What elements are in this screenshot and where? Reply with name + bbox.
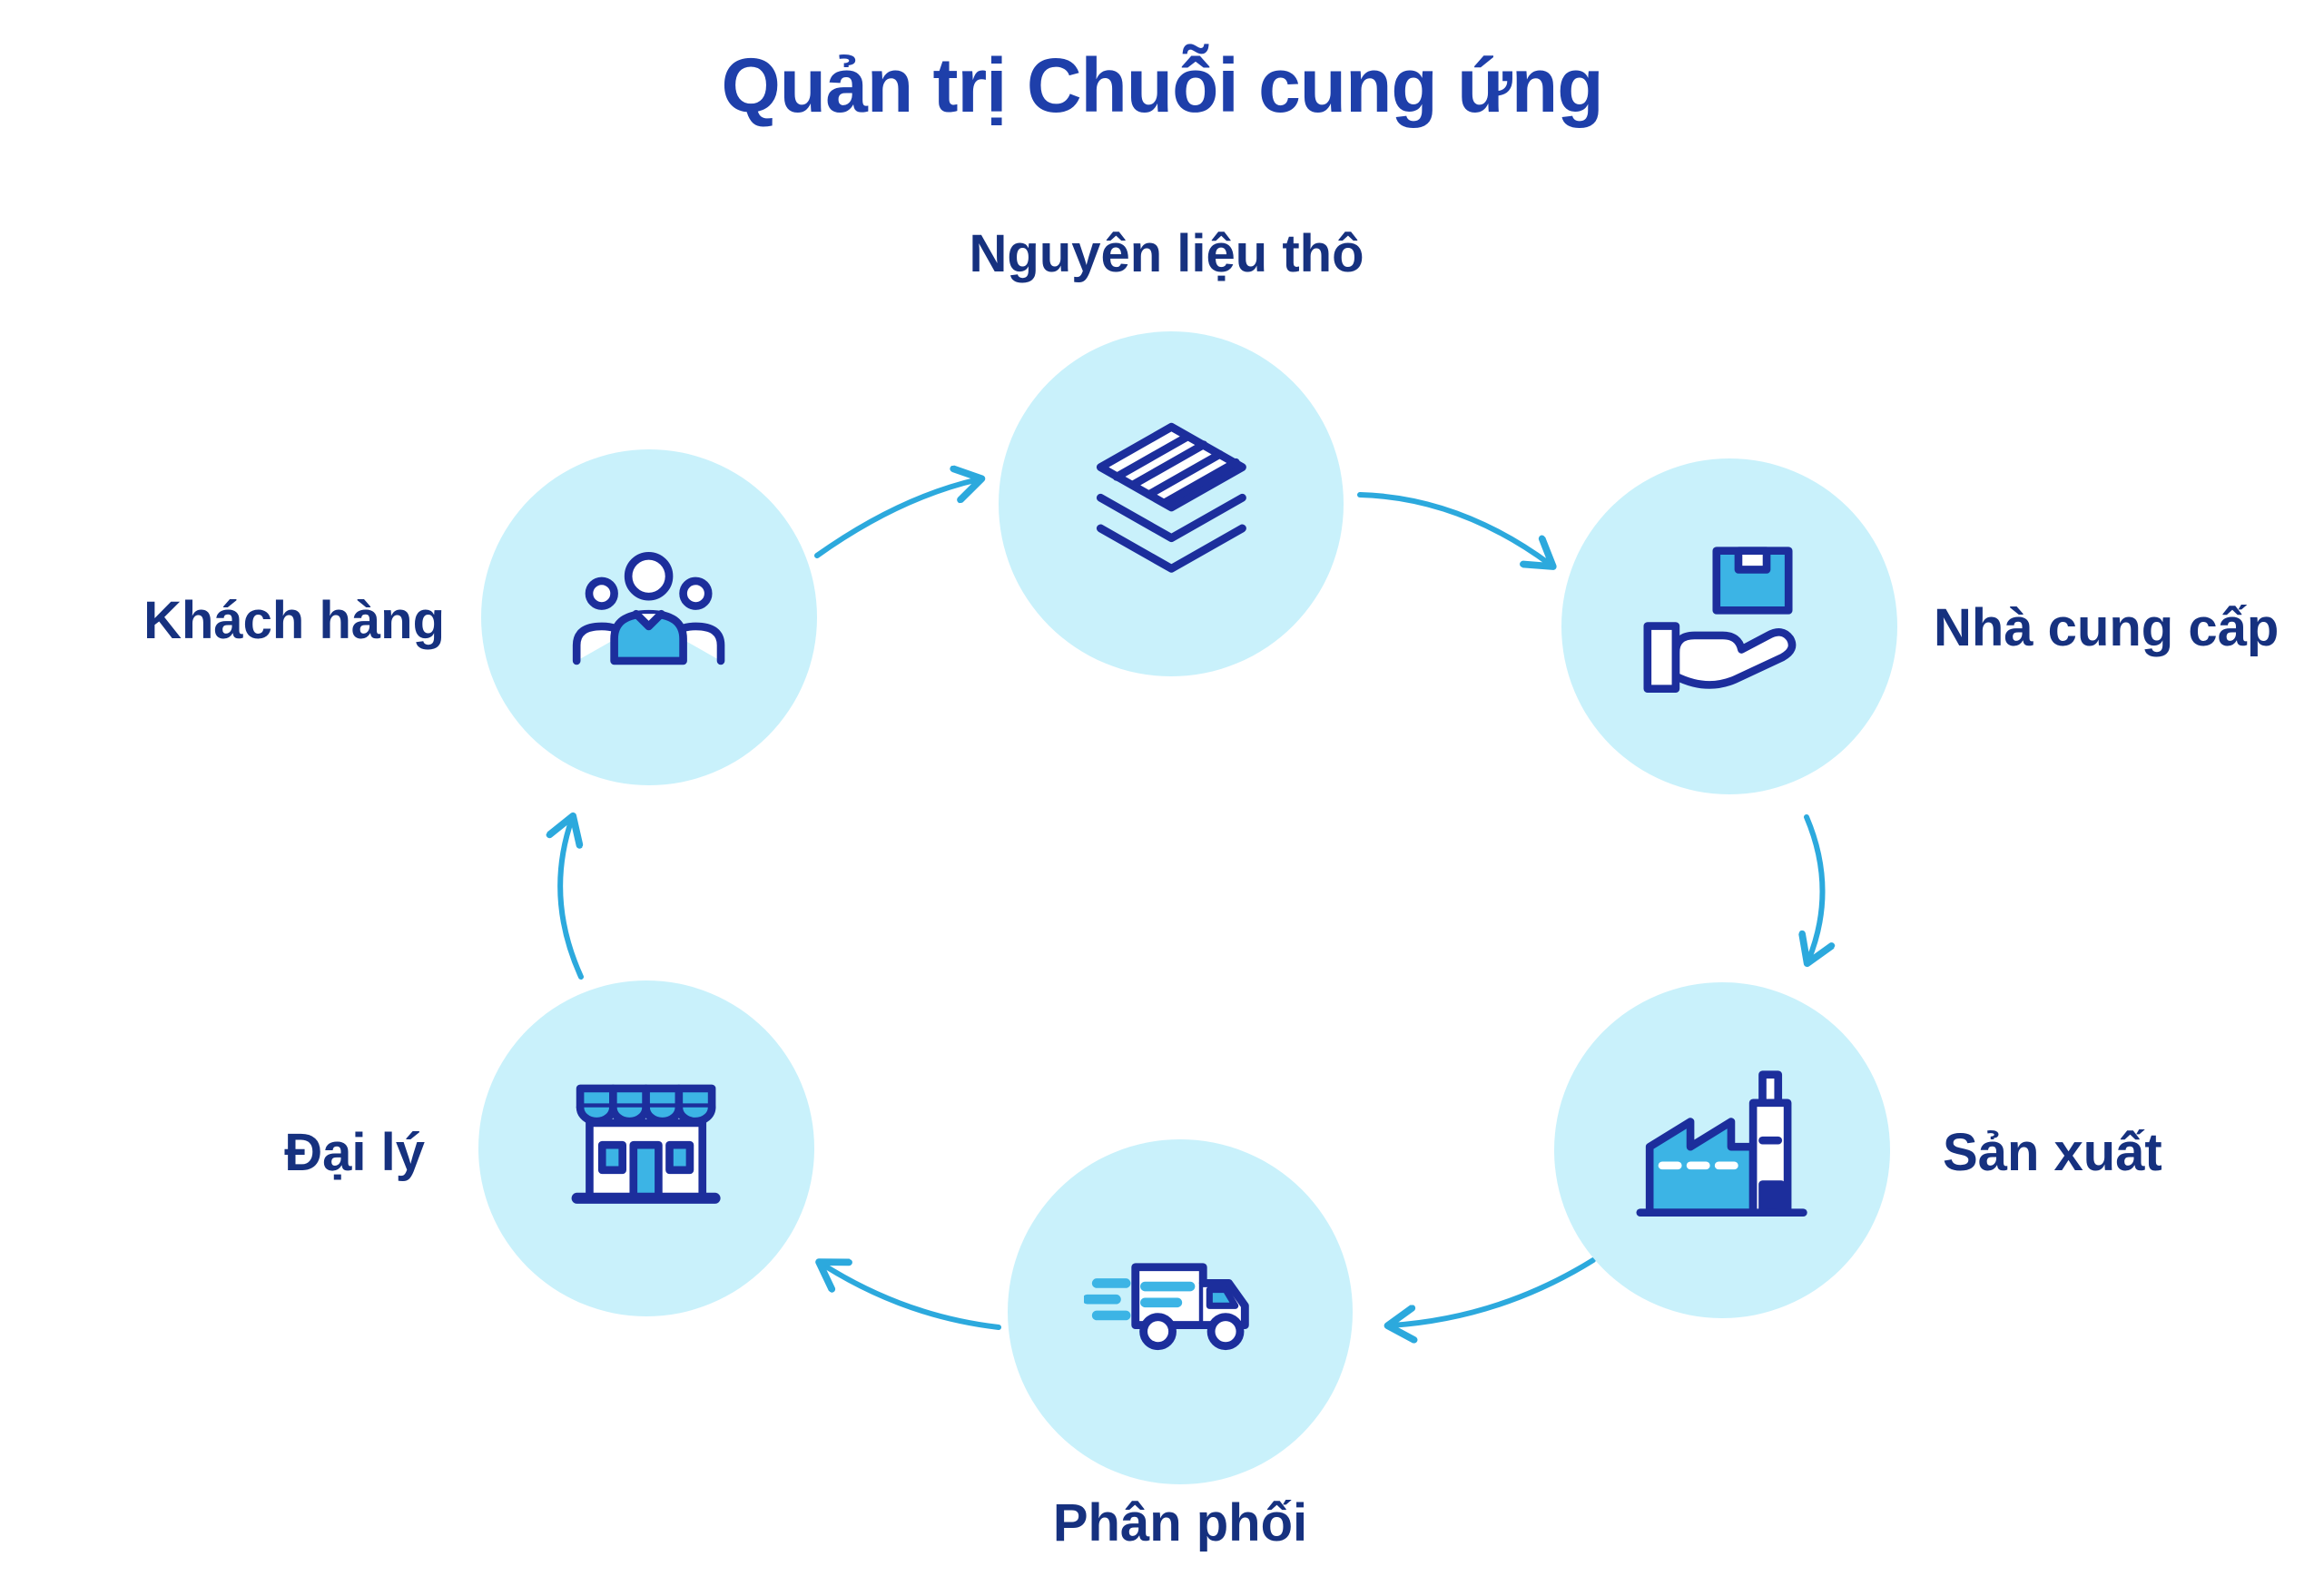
node-label-customer: Khách hàng	[143, 591, 445, 650]
node-label-production: Sản xuất	[1943, 1123, 2162, 1182]
arrow-supplier-to-production	[1807, 814, 1823, 961]
node-label-distribution: Phân phối	[1052, 1493, 1308, 1552]
delivery-truck-icon	[1083, 1262, 1249, 1350]
arrow-raw-to-supplier	[1357, 492, 1551, 565]
arrow-dealer-to-customer	[560, 819, 584, 980]
arrow-distribution-to-dealer	[822, 1264, 1001, 1330]
node-label-dealer: Đại lý	[284, 1123, 425, 1182]
node-circle-production	[1554, 982, 1890, 1318]
customers-icon	[573, 552, 725, 665]
factory-icon	[1636, 1070, 1808, 1217]
diagram-title: Quản trị Chuỗi cung ứng	[721, 43, 1603, 128]
node-label-raw-materials: Nguyên liệu thô	[969, 224, 1364, 283]
node-circle-distribution	[1008, 1139, 1353, 1484]
hand-box-icon	[1643, 547, 1797, 694]
layers-icon	[1096, 422, 1246, 573]
arrow-customer-to-raw	[814, 479, 979, 558]
node-circle-raw-materials	[999, 331, 1344, 676]
node-circle-supplier	[1561, 458, 1897, 794]
storefront-icon	[571, 1085, 722, 1205]
node-label-supplier: Nhà cung cấp	[1934, 598, 2280, 657]
arrow-production-to-distribution	[1391, 1257, 1596, 1325]
node-circle-dealer	[478, 980, 814, 1316]
node-circle-customer	[481, 449, 817, 785]
